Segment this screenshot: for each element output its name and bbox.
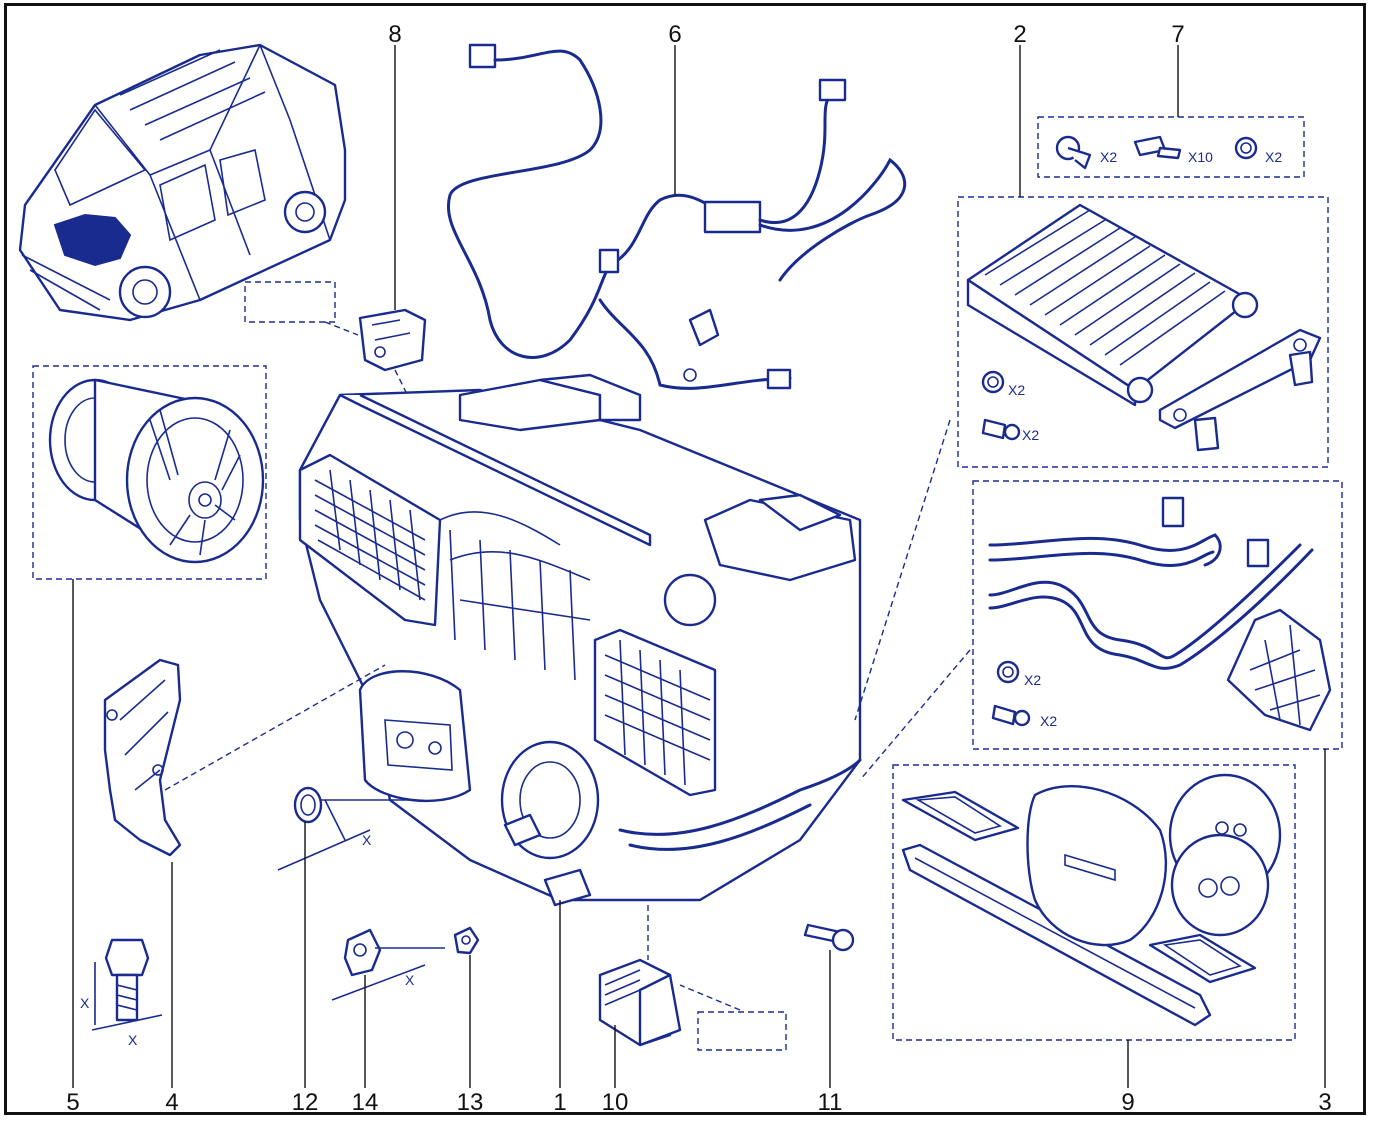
heater-radiator-part-2: X2 X2	[957, 196, 1329, 468]
seal-dimension-label: X	[362, 832, 372, 848]
ring-qty-label: X2	[1265, 149, 1282, 165]
radiator-ring-qty-label: X2	[1008, 382, 1025, 398]
callout-5: 5	[66, 1089, 79, 1116]
seal-kit-part-9	[892, 764, 1296, 1041]
vehicle-thumbnail	[18, 43, 347, 322]
fastener-kit-part-7: X2 X10 X2	[1037, 116, 1305, 178]
sensor-part-14: X	[331, 928, 445, 1001]
hvac-location-highlight	[53, 213, 132, 267]
pipe-screw-qty-label: X2	[1040, 713, 1057, 729]
blower-motor-part-5	[32, 365, 267, 580]
callout-numbers: 8 6 2 7 5 4 12 14 13 1 10 11 9 3	[66, 21, 1331, 1116]
callout-4: 4	[165, 1089, 178, 1116]
callout-1: 1	[553, 1089, 566, 1116]
screw-qty-label: X10	[1188, 149, 1213, 165]
callout-7: 7	[1171, 21, 1184, 48]
callout-3: 3	[1318, 1089, 1331, 1116]
seal-part-12: X	[277, 786, 410, 871]
callout-12: 12	[292, 1089, 319, 1116]
sensor-dimension-label: X	[405, 972, 415, 988]
callout-leaders	[72, 45, 1326, 1088]
callout-2: 2	[1013, 21, 1026, 48]
callout-9: 9	[1121, 1089, 1134, 1116]
callout-14: 14	[352, 1089, 379, 1116]
bolt-dimension-drawing: X X	[80, 938, 163, 1048]
callout-10: 10	[602, 1089, 629, 1116]
clip-qty-label: X2	[1100, 149, 1117, 165]
clip-part-13	[453, 926, 480, 955]
heater-pipes-part-3: X2 X2	[972, 480, 1343, 750]
bracket-part-4	[103, 658, 182, 857]
pipes-dashed-leader	[859, 649, 971, 781]
bolt-height-label: X	[80, 995, 90, 1011]
hvac-unit-part-1	[298, 373, 862, 907]
pipe-ring-qty-label: X2	[1024, 672, 1041, 688]
radiator-dashed-leader	[854, 419, 951, 721]
radiator-screw-qty-label: X2	[1022, 427, 1039, 443]
callout-6: 6	[668, 21, 681, 48]
screw-part-11	[803, 923, 855, 952]
wiring-harness-part-6	[447, 43, 907, 390]
callout-11: 11	[818, 1089, 843, 1116]
callout-13: 13	[457, 1089, 484, 1116]
bolt-width-label: X	[128, 1032, 138, 1048]
diagram-frame	[4, 3, 1366, 1115]
callout-8: 8	[388, 21, 401, 48]
blower-resistor-part-10	[598, 905, 787, 1051]
actuator-part-8	[244, 281, 427, 431]
bracket-dashed-leader	[164, 664, 386, 791]
